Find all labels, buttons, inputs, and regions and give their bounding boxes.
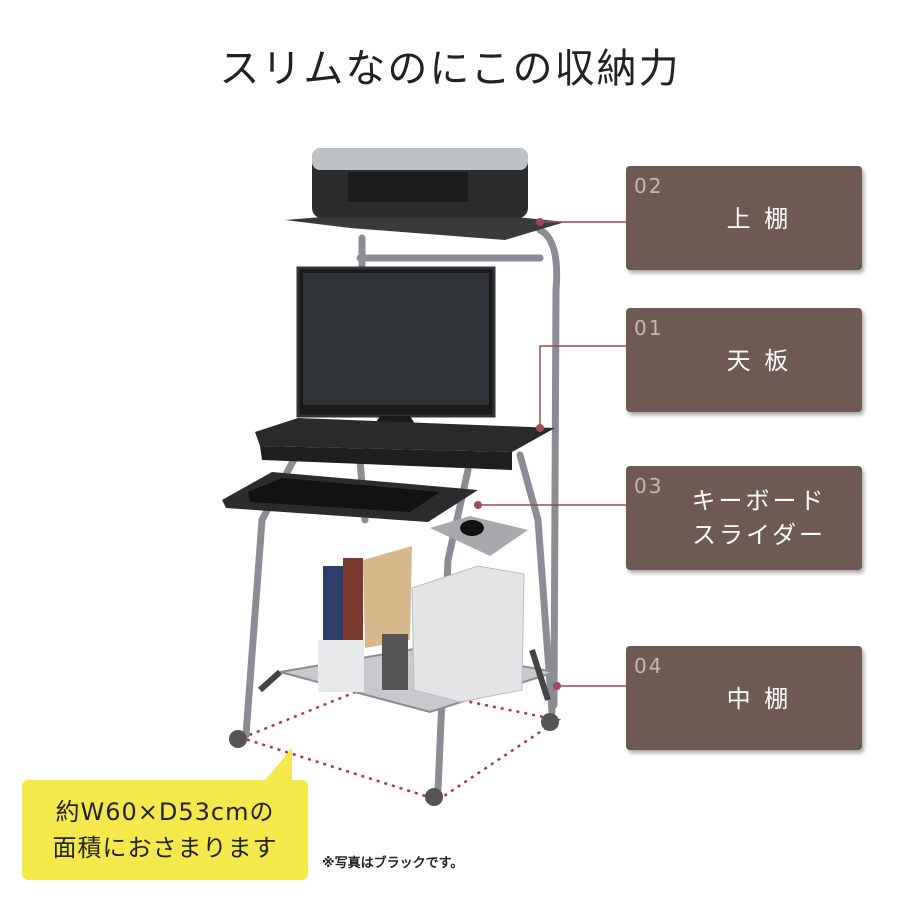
callout-middle-shelf: 04 中 棚	[626, 646, 862, 750]
footprint-badge: 約W60×D53cmの 面積におさまります	[22, 780, 308, 880]
page-title: スリムなのにこの収納力	[219, 46, 681, 92]
callout-number: 01	[634, 316, 664, 340]
file-box	[363, 546, 412, 648]
callout-label-line1: キーボード	[691, 487, 827, 515]
callout-label: 中 棚	[726, 685, 792, 713]
callout-keyboard-slider: 03 キーボード スライダー	[626, 466, 862, 570]
mouse-tray	[430, 516, 528, 556]
desk-top	[255, 418, 555, 452]
frame	[242, 226, 561, 794]
color-note: ※写真はブラックです。	[322, 856, 464, 871]
callout-label-line2: スライダー	[691, 521, 827, 549]
footprint-line2: 面積におさまります	[52, 834, 278, 862]
book	[323, 566, 343, 642]
pc-tower	[411, 565, 525, 703]
callout-top-shelf: 02 上 棚	[626, 166, 862, 270]
leader-lines	[478, 221, 626, 687]
callout-label: 上 棚	[726, 205, 792, 233]
callout-number: 02	[634, 174, 664, 198]
callout-number: 03	[634, 474, 664, 498]
footprint-line1: 約W60×D53cmの	[55, 798, 275, 826]
shelf-bracket	[257, 649, 551, 701]
casters	[229, 713, 559, 806]
router	[382, 634, 408, 690]
callout-desk-top: 01 天 板	[626, 308, 862, 412]
mouse	[460, 520, 484, 536]
callout-label: 天 板	[726, 347, 792, 375]
callout-number: 04	[634, 654, 664, 678]
badge-pointer	[262, 748, 292, 784]
